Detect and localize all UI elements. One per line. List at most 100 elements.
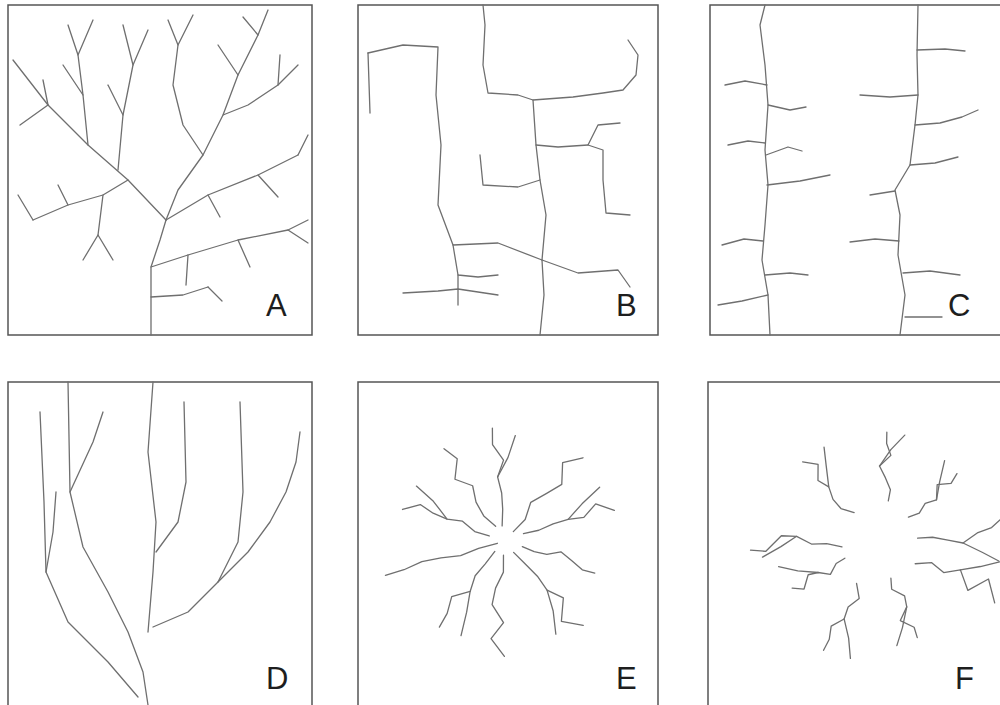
stream-line [46,492,56,572]
dendritic-pattern [13,10,308,335]
stream-line [725,81,767,85]
stream-line [68,25,88,145]
panel-frame [358,382,658,705]
stream-line [860,95,918,97]
stream-line [483,5,546,335]
stream-line [547,590,556,634]
panel-letter: D [266,663,288,694]
stream-line [68,382,148,705]
panel-letter: F [955,663,974,694]
stream-line [765,273,808,275]
trellis-pattern [718,5,978,335]
stream-line [278,55,280,85]
stream-line [83,195,103,260]
stream-line [895,5,918,335]
stream-line [918,516,1000,543]
stream-line [542,260,630,287]
stream-line [385,543,497,575]
stream-line [168,20,203,155]
stream-line [153,402,243,627]
stream-line [728,141,765,145]
radial-pattern [385,428,614,656]
stream-line [368,45,542,260]
stream-line [491,555,504,656]
parallel-pattern [40,382,300,705]
stream-line [78,20,93,55]
stream-line [891,578,917,637]
stream-line [444,449,496,527]
stream-line [905,316,942,317]
stream-line [218,432,300,582]
stream-line [33,180,128,220]
stream-line [43,80,48,105]
stream-line [243,17,258,35]
stream-line [760,5,770,335]
stream-line [178,15,193,45]
stream-line [156,402,186,552]
stream-line [910,157,958,165]
stream-line [903,271,960,275]
stream-line [824,447,829,487]
stream-line [915,110,978,125]
stream-line [223,65,298,115]
stream-line [513,458,583,532]
stream-line [58,185,68,205]
stream-line [151,220,308,267]
stream-line [751,536,842,552]
stream-line [897,607,907,646]
stream-line [238,240,250,267]
stream-line [779,567,819,573]
stream-line [218,45,238,75]
panel-letter: A [266,290,287,321]
panel-letter: E [616,663,637,694]
stream-line [792,558,845,589]
stream-line [457,275,458,305]
stream-line [568,487,600,519]
stream-line [514,552,584,625]
stream-line [186,255,188,285]
stream-line [258,175,278,197]
stream-line [960,562,999,570]
panel-letter: B [616,290,637,321]
stream-line [936,461,944,500]
stream-line [63,65,83,95]
stream-line [416,486,447,519]
stream-line [533,40,638,100]
stream-line [768,105,806,110]
stream-line [298,135,308,155]
stream-line [480,155,540,187]
stream-line [718,295,768,305]
stream-line [453,245,498,277]
panel-frame [710,5,1000,335]
stream-line [763,536,797,557]
stream-line [108,85,123,115]
stream-line [850,239,899,242]
stream-line [917,49,965,51]
stream-line [98,235,113,260]
stream-line [536,145,630,215]
stream-line [908,474,957,518]
panel-letter: C [948,290,970,321]
stream-line [722,239,763,245]
centripetal-pattern [751,432,1000,658]
stream-line [151,220,166,335]
stream-line [461,591,470,635]
stream-line [70,412,103,492]
stream-line [879,432,890,501]
stream-line [522,547,594,574]
stream-line [20,105,48,125]
stream-line [403,289,498,295]
stream-line [844,619,850,659]
stream-line [439,551,494,627]
stream-line [963,543,999,561]
stream-line [588,123,620,145]
stream-line [288,230,308,243]
panel-frame [708,382,1000,705]
stream-line [208,287,222,301]
stream-line [40,412,138,697]
stream-line [767,175,830,185]
stream-line [766,147,802,155]
stream-line [879,435,904,466]
